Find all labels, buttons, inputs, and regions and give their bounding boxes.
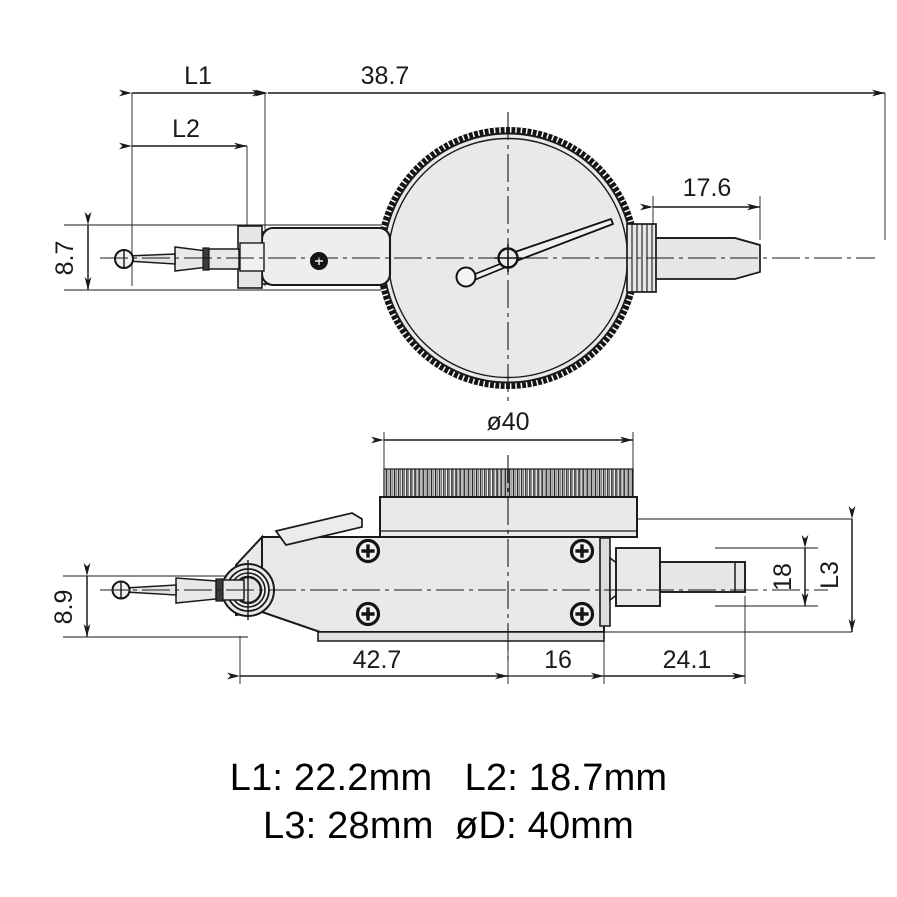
dimension-label-d40: ø40 bbox=[486, 408, 529, 436]
dimension-d40: ø40 bbox=[371, 408, 633, 444]
dimension-label-38-7: 38.7 bbox=[361, 62, 410, 90]
dimension-17-6: 17.6 bbox=[640, 174, 760, 211]
top-view-geometry bbox=[100, 112, 875, 404]
top-view-lever-body bbox=[237, 225, 392, 289]
dimension-24-1: 24.1 bbox=[591, 646, 745, 680]
dimension-label-42-7: 42.7 bbox=[353, 646, 402, 674]
screw-top-left bbox=[355, 538, 381, 564]
dimension-8-7: 8.7 bbox=[51, 212, 92, 290]
dimension-8-9: 8.9 bbox=[50, 563, 91, 637]
screw-top-right bbox=[569, 538, 595, 564]
side-view: ø40 42.7 16 24.1 18 L3 8.9 bbox=[50, 408, 856, 684]
screw-bottom-left bbox=[355, 601, 381, 627]
dimension-label-18: 18 bbox=[769, 563, 797, 591]
dimension-38-7: 38.7 bbox=[255, 62, 885, 97]
side-view-geometry bbox=[100, 455, 828, 660]
side-mounting-stem bbox=[599, 537, 746, 627]
dimension-label-L3: L3 bbox=[816, 561, 844, 589]
dimension-L1: L1 bbox=[119, 62, 265, 97]
dimension-label-24-1: 24.1 bbox=[663, 646, 712, 674]
dimension-42-7: 42.7 bbox=[227, 646, 508, 680]
contact-stylus bbox=[114, 246, 240, 272]
dimension-L2: L2 bbox=[119, 115, 247, 150]
side-case-body bbox=[235, 512, 605, 642]
dial-revolution-counter-hand bbox=[455, 261, 507, 288]
dimension-label-17-6: 17.6 bbox=[683, 174, 732, 202]
side-view-centre-line bbox=[100, 455, 828, 660]
dimension-label-8-9: 8.9 bbox=[50, 590, 78, 625]
caption-line-1: L1: 22.2mm L2: 18.7mm bbox=[229, 757, 668, 799]
dimension-label-L1: L1 bbox=[184, 62, 212, 90]
caption-line-2: L3: 28mm øD: 40mm bbox=[262, 805, 635, 847]
dimension-L3: L3 bbox=[816, 506, 856, 632]
dimension-16: 16 bbox=[508, 646, 604, 677]
dimension-label-8-7: 8.7 bbox=[51, 241, 79, 276]
dimension-label-16: 16 bbox=[544, 646, 572, 674]
dimension-18: 18 bbox=[769, 535, 809, 606]
screw-bottom-right bbox=[569, 601, 595, 627]
top-view-centre-line bbox=[100, 112, 875, 404]
top-view: L1 L2 38.7 17.6 8.7 bbox=[51, 62, 886, 404]
dimension-label-L2: L2 bbox=[172, 115, 200, 143]
